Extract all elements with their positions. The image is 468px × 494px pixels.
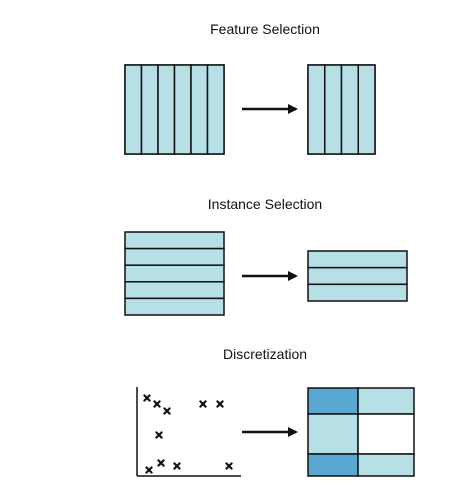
grid-cell xyxy=(357,453,415,477)
instance-row xyxy=(124,297,225,316)
grid-cell xyxy=(307,413,359,455)
x-mark-icon xyxy=(157,459,165,467)
x-mark-icon xyxy=(145,466,153,474)
feature-selection-title: Feature Selection xyxy=(210,21,320,37)
x-mark-icon xyxy=(163,407,171,415)
feature-column xyxy=(157,64,176,155)
feature-column xyxy=(206,64,225,155)
feature-column xyxy=(324,64,343,155)
instance-row xyxy=(124,281,225,300)
feature-column xyxy=(173,64,192,155)
feature-table-before xyxy=(124,64,225,155)
feature-column xyxy=(190,64,209,155)
x-mark-icon xyxy=(153,400,161,408)
instance-selection-section xyxy=(124,231,408,316)
discretized-grid xyxy=(307,387,415,477)
instance-row xyxy=(307,250,408,269)
feature-column xyxy=(140,64,159,155)
x-mark-icon xyxy=(216,400,224,408)
instance-row xyxy=(124,231,225,250)
grid-cell xyxy=(307,387,359,415)
scatter-points xyxy=(143,394,233,474)
grid-cell xyxy=(357,413,415,455)
feature-column xyxy=(124,64,143,155)
feature-table-after xyxy=(307,64,376,155)
x-mark-icon xyxy=(155,431,163,439)
x-mark-icon xyxy=(143,394,151,402)
x-mark-icon xyxy=(225,462,233,470)
feature-column xyxy=(357,64,376,155)
discretization-title: Discretization xyxy=(222,346,308,362)
instance-table-after xyxy=(307,250,408,302)
instance-row xyxy=(307,266,408,286)
x-mark-icon xyxy=(199,400,207,408)
instance-row xyxy=(124,264,225,283)
instance-row xyxy=(307,283,408,302)
instance-table-before xyxy=(124,231,225,316)
instance-selection-title: Instance Selection xyxy=(207,196,323,212)
feature-selection-section xyxy=(124,64,376,155)
feature-column xyxy=(340,64,359,155)
grid-cell xyxy=(307,453,359,477)
x-mark-icon xyxy=(173,462,181,470)
grid-cell xyxy=(357,387,415,415)
instance-row xyxy=(124,247,225,266)
feature-column xyxy=(307,64,326,155)
scatter-axes xyxy=(136,387,241,477)
discretization-section xyxy=(136,387,415,477)
